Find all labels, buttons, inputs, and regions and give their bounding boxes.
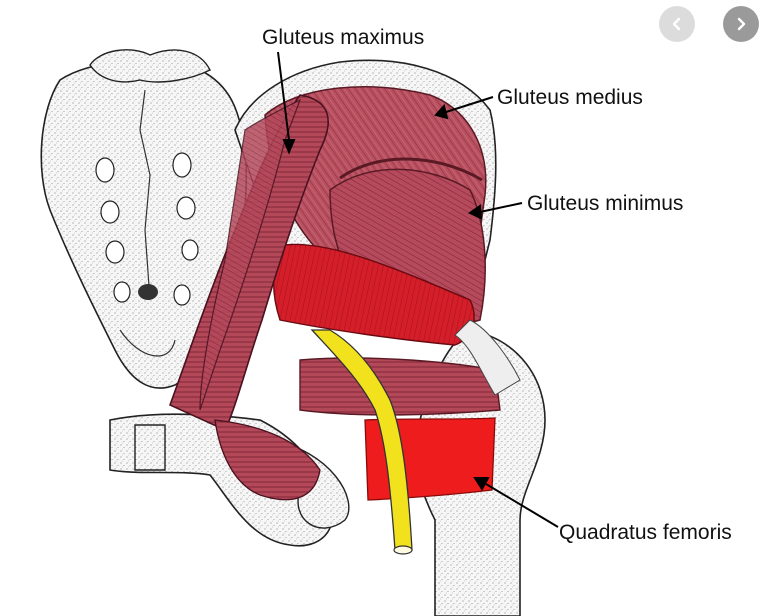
piriformis-muscle	[272, 243, 475, 346]
gluteus-maximus-muscle	[168, 94, 329, 432]
leader-lines	[277, 51, 559, 528]
label-quadratus-femoris: Quadratus femoris	[559, 521, 732, 544]
chevron-right-icon	[737, 17, 746, 31]
next-image-button[interactable]	[723, 6, 759, 42]
obturator-muscle	[214, 419, 321, 501]
sacrum-bone	[40, 49, 248, 389]
previous-image-button[interactable]	[659, 6, 695, 42]
chevron-left-icon	[672, 17, 681, 31]
label-gluteus-maximus: Gluteus maximus	[262, 26, 425, 49]
label-gluteus-medius: Gluteus medius	[497, 86, 643, 109]
label-gluteus-minimus: Gluteus minimus	[527, 192, 684, 215]
sciatic-nerve	[310, 329, 413, 555]
